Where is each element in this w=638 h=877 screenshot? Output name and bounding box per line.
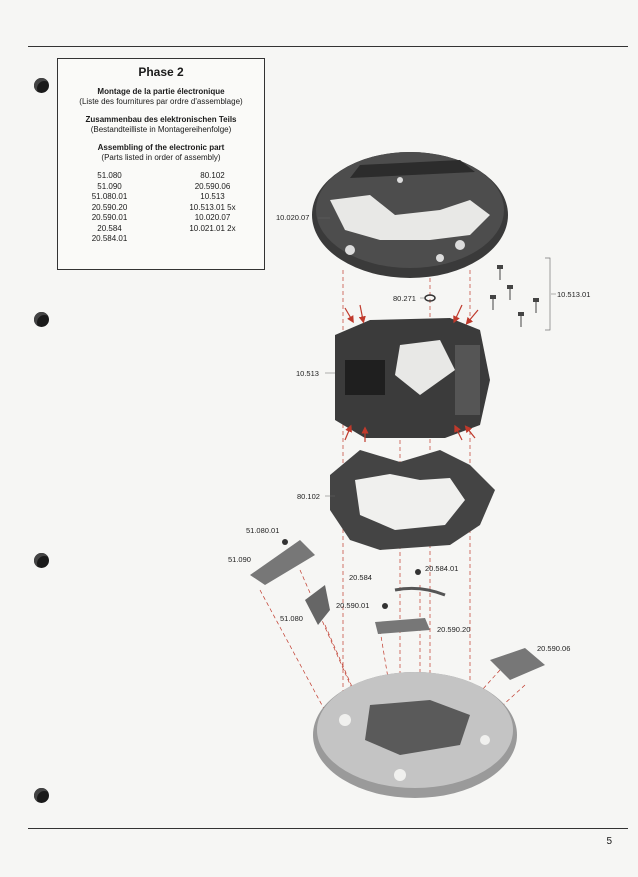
callout-label: 20.584.01 [425, 564, 458, 573]
parts-column-right: 80.102 20.590.06 10.513 10.513.01 5x 10.… [161, 171, 264, 245]
punch-hole-1 [34, 78, 49, 93]
bracket-line [545, 257, 551, 331]
screws-part [490, 265, 539, 327]
part-number: 20.584.01 [91, 234, 128, 243]
part-number: 10.513.01 5x [189, 202, 236, 212]
bridge-part-20584 [394, 586, 446, 597]
parts-list-box: Phase 2 Montage de la partie électroniqu… [57, 58, 265, 270]
part-number: 10.021.01 2x [189, 223, 236, 233]
coil-part-2059020 [375, 618, 430, 634]
callout-label: 80.271 [393, 294, 416, 303]
callout-label: 20.584 [349, 573, 372, 582]
part-number: 20.584 [97, 223, 122, 233]
part-number: 80.102 [200, 171, 225, 180]
frame-part [330, 450, 495, 550]
screw-part-2059001 [382, 603, 388, 609]
page-number: 5 [606, 836, 612, 847]
top-rule [28, 46, 628, 47]
part-number: 51.080 [97, 171, 122, 180]
main-plate-part [313, 672, 517, 798]
spring-part-51090 [250, 540, 315, 585]
part-number: 51.090 [97, 181, 122, 191]
callout-label: 80.102 [297, 492, 320, 501]
section-subtitle-en: (Parts listed in order of assembly) [101, 153, 221, 162]
section-title-en: Assembling of the electronic part [97, 143, 225, 152]
punch-hole-2 [34, 312, 49, 327]
screw-arrows [344, 304, 479, 442]
electronic-module-part [335, 318, 490, 438]
section-subtitle-de: (Bestandteilliste in Montagereihenfolge) [90, 125, 232, 134]
parts-column-left: 51.080 51.090 51.080.01 20.590.20 20.590… [58, 171, 161, 245]
callout-label: 51.090 [228, 555, 251, 564]
punch-hole-4 [34, 788, 49, 803]
part-number: 20.590.06 [194, 181, 231, 191]
callout-label: 10.020.07 [276, 213, 309, 222]
punch-hole-3 [34, 553, 49, 568]
part-number: 20.590.20 [91, 202, 128, 212]
phase-title: Phase 2 [138, 65, 184, 79]
callout-label: 51.080.01 [246, 526, 279, 535]
screw-part-5108001 [282, 539, 288, 545]
callout-label: 10.513 [296, 369, 319, 378]
callout-label: 20.590.01 [336, 601, 369, 610]
section-title-de: Zusammenbau des elektronischen Teils [85, 115, 237, 124]
callout-label: 20.590.20 [437, 625, 470, 634]
section-title-fr: Montage de la partie électronique [97, 87, 225, 96]
section-subtitle-fr: (Liste des fournitures par ordre d'assem… [79, 97, 243, 106]
callout-label: 51.080 [280, 614, 303, 623]
lever-part-51080 [305, 585, 330, 625]
bottom-rule [28, 828, 628, 829]
screw-part-2058401 [415, 569, 421, 575]
callout-leaders [318, 217, 556, 497]
part-number: 51.080.01 [91, 192, 128, 201]
part-number: 10.020.07 [194, 213, 231, 222]
callout-label: 20.590.06 [537, 644, 570, 653]
bridge-part-2059006 [490, 648, 545, 680]
part-number: 10.513 [200, 192, 225, 201]
top-plate-part [312, 152, 508, 278]
part-number: 20.590.01 [91, 213, 128, 222]
parts-grid: 51.080 51.090 51.080.01 20.590.20 20.590… [58, 171, 264, 245]
callout-label: 10.513.01 [557, 290, 590, 299]
